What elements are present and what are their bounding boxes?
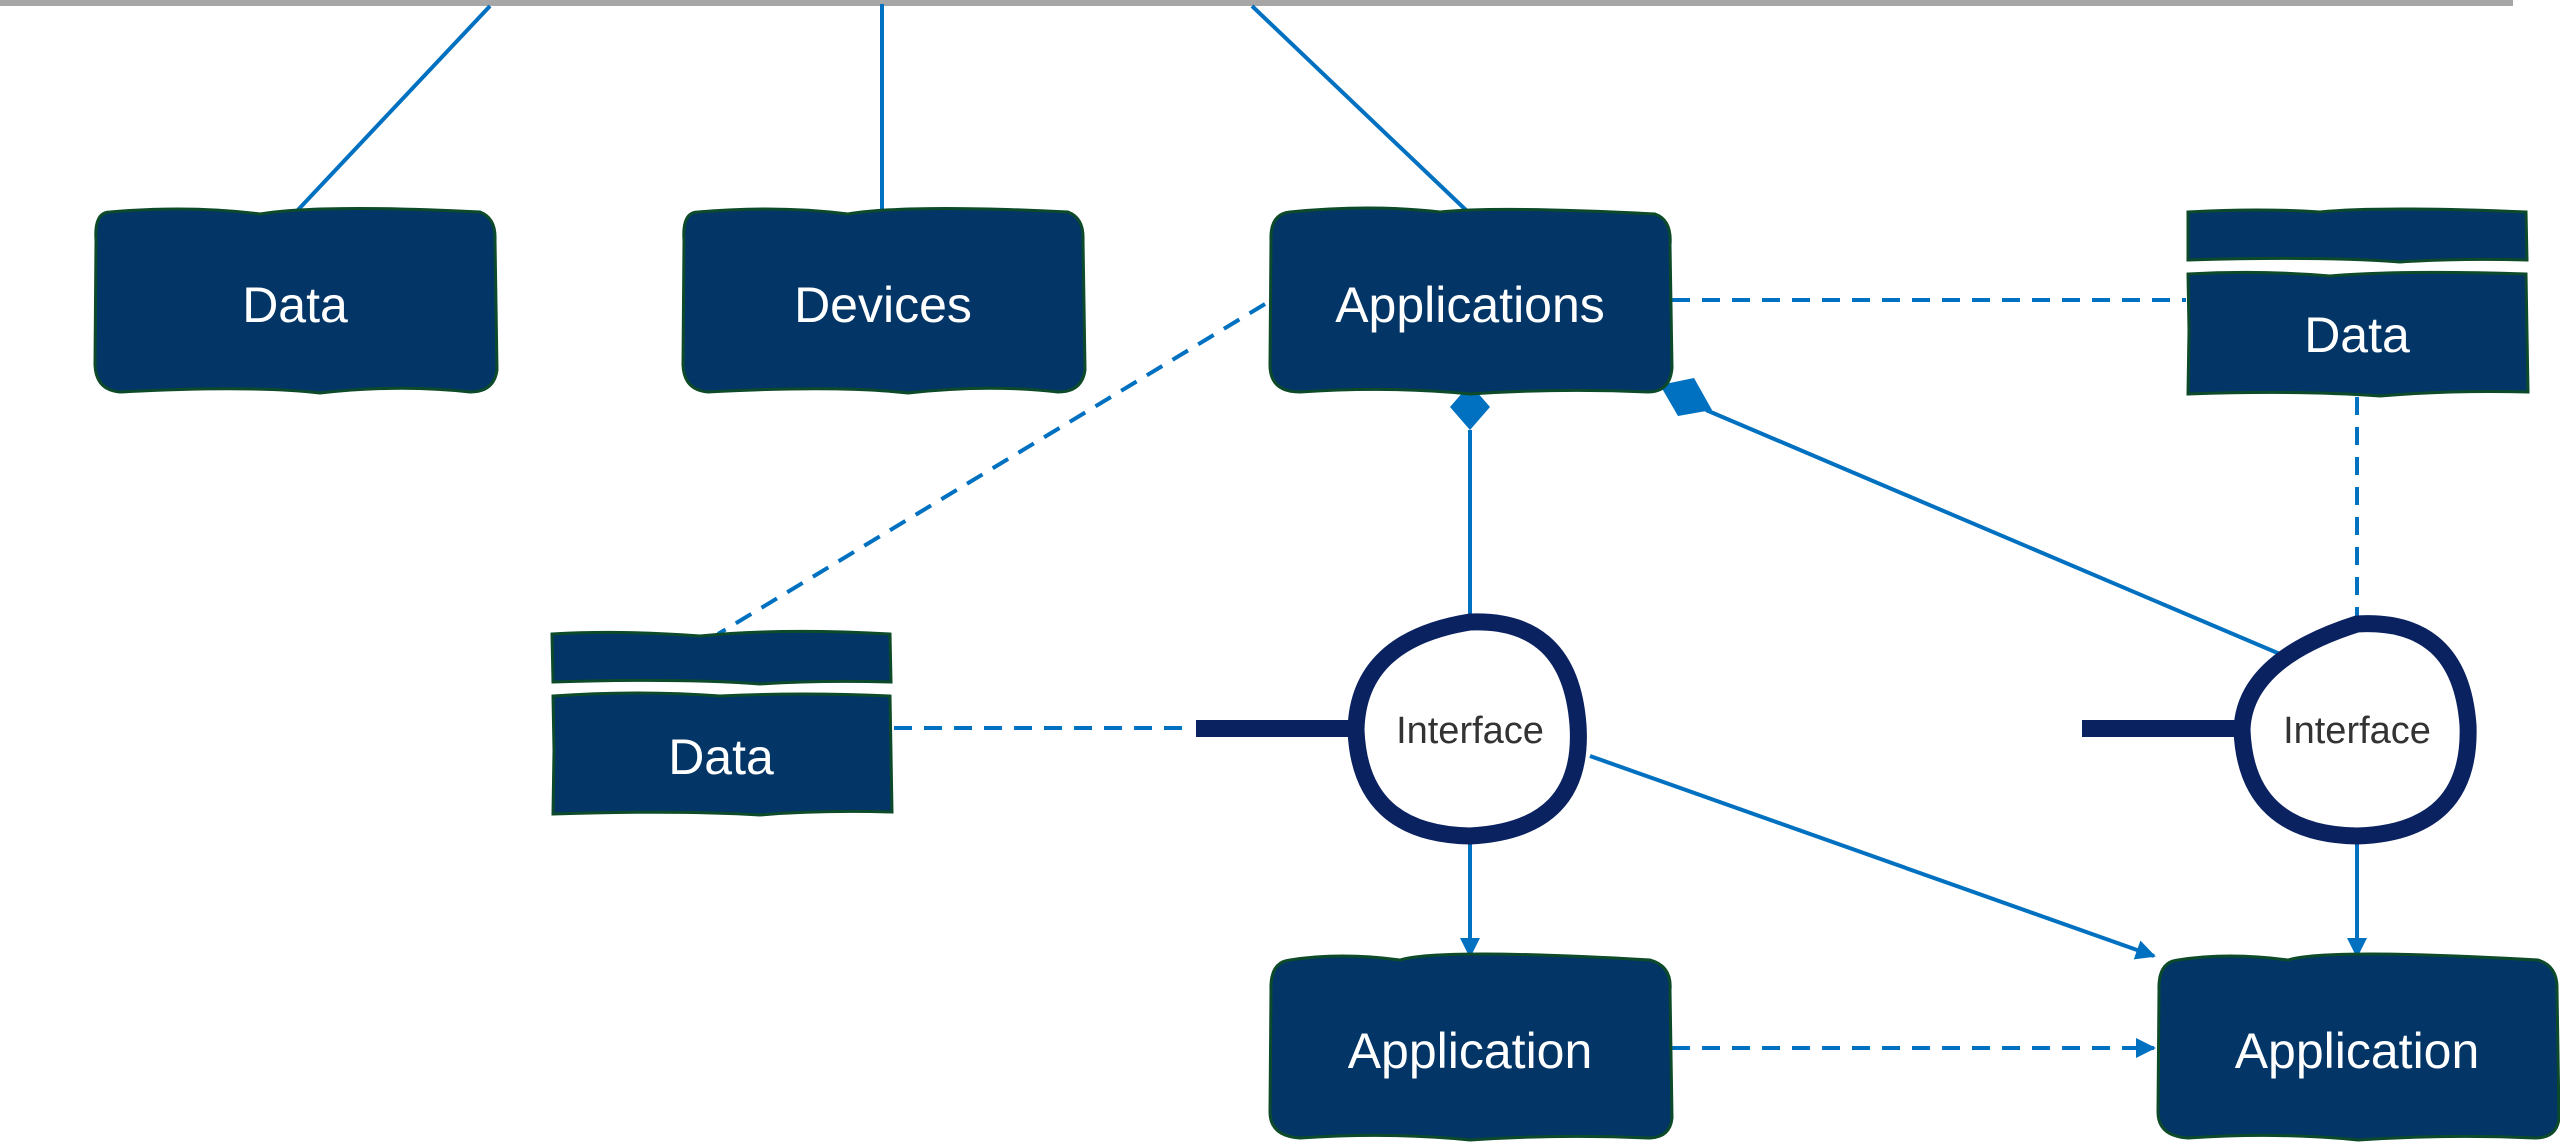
node-application-1[interactable]: Application (1268, 952, 1674, 1142)
node-label: Data (2304, 307, 2410, 363)
node-devices[interactable]: Devices (681, 206, 1087, 395)
node-application-2[interactable]: Application (2156, 952, 2560, 1142)
edge-applications-data-middle (716, 302, 1267, 636)
node-label: Devices (794, 277, 972, 333)
interface-lollipop-bar (1196, 720, 1354, 737)
node-label: Application (1348, 1023, 1593, 1079)
edge-interface-1-application-2 (1589, 754, 2156, 960)
datastore-header-strip (2186, 207, 2529, 264)
top-bar (0, 0, 2513, 6)
connectors (294, 4, 2367, 1058)
interface-ring (1347, 613, 1587, 845)
edge-topbar-data (294, 4, 492, 214)
node-applications[interactable]: Applications (1268, 206, 1674, 396)
datastore-body (2186, 270, 2530, 398)
interface-ring (2233, 615, 2477, 845)
edge-applications-interface-2 (1705, 408, 2281, 656)
datastore-body (551, 691, 894, 817)
node-label: Data (242, 277, 348, 333)
interface-label: Interface (1396, 710, 1544, 752)
node-interface-1[interactable]: Interface (1196, 613, 1587, 845)
interface-lollipop-bar (2082, 720, 2242, 737)
interface-label: Interface (2283, 710, 2431, 752)
composition-diamond-icon (1660, 378, 1712, 416)
node-label: Data (668, 729, 774, 785)
composition-diamond-icon (1450, 384, 1490, 430)
edge-topbar-applications (1250, 4, 1470, 214)
node-data-top-left[interactable]: Data (93, 206, 499, 395)
node-data-middle[interactable]: Data (550, 629, 894, 817)
node-label: Applications (1335, 277, 1605, 333)
node-interface-2[interactable]: Interface (2082, 615, 2477, 845)
node-data-right[interactable]: Data (2186, 207, 2530, 398)
node-label: Application (2235, 1023, 2480, 1079)
datastore-header-strip (550, 629, 893, 686)
